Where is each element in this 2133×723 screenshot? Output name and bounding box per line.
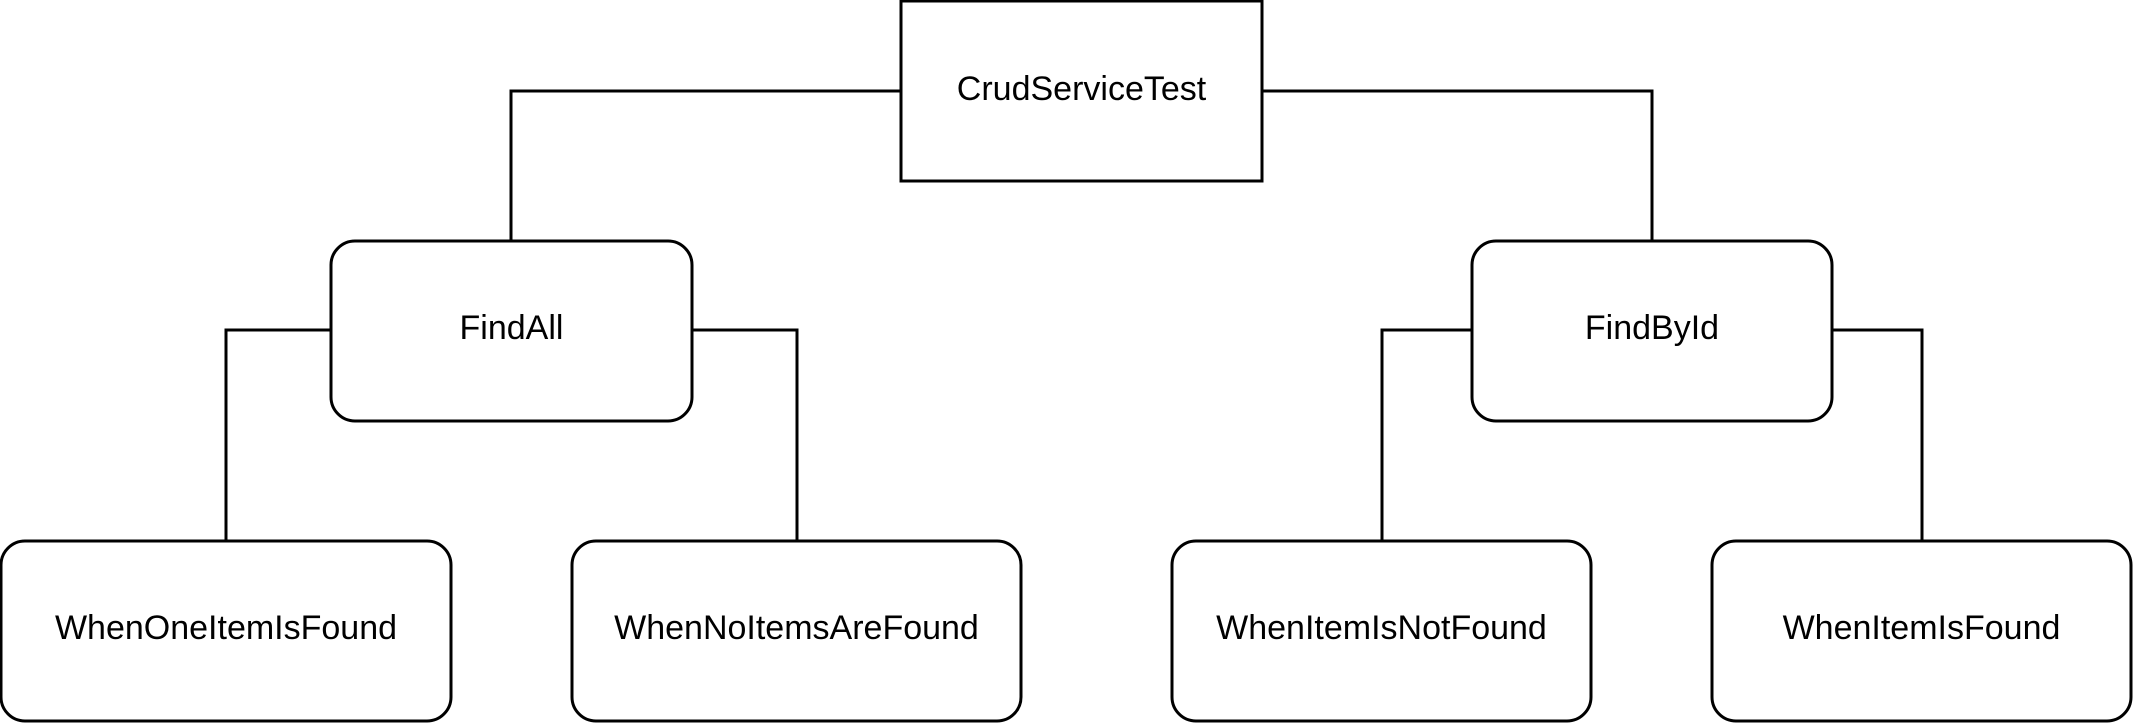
node-find-by-id: FindById — [1470, 239, 1834, 423]
node-when-no-items-are-found: WhenNoItemsAreFound — [570, 539, 1023, 723]
edge-findbyid-to-whenitemisnotfound — [1380, 328, 1472, 541]
node-label: FindAll — [460, 309, 564, 347]
node-label: WhenOneItemIsFound — [55, 609, 397, 647]
node-when-one-item-is-found: WhenOneItemIsFound — [0, 539, 453, 723]
node-label: CrudServiceTest — [957, 70, 1207, 108]
edge-findbyid-to-whenitemisfound — [1832, 328, 1924, 541]
node-box — [1470, 239, 1834, 423]
edge-findall-to-whenoneitemisfound — [224, 328, 331, 541]
edge-findall-to-whennoitemsarefound — [692, 328, 799, 541]
edge-root-to-findbyid — [1262, 89, 1654, 241]
node-box — [899, 0, 1264, 183]
node-box — [0, 539, 453, 723]
edge-root-to-findall — [509, 89, 901, 241]
node-box — [1170, 539, 1593, 723]
node-when-item-is-found: WhenItemIsFound — [1710, 539, 2133, 723]
node-when-item-is-not-found: WhenItemIsNotFound — [1170, 539, 1593, 723]
node-box — [1710, 539, 2133, 723]
node-label: WhenItemIsFound — [1783, 609, 2061, 647]
node-label: FindById — [1585, 309, 1719, 347]
node-box — [570, 539, 1023, 723]
node-find-all: FindAll — [329, 239, 694, 423]
node-label: WhenNoItemsAreFound — [614, 609, 979, 647]
connectors — [224, 89, 1924, 541]
node-label: WhenItemIsNotFound — [1216, 609, 1547, 647]
node-box — [329, 239, 694, 423]
node-crud-service-test: CrudServiceTest — [899, 0, 1264, 183]
